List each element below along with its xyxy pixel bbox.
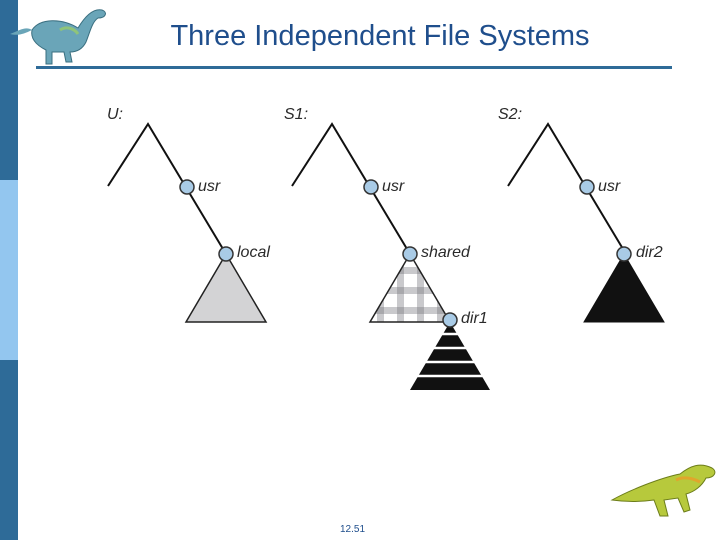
file-system-u: [107, 122, 268, 323]
usr-label: usr: [382, 178, 405, 195]
local-subtree: [184, 252, 268, 323]
shared-subtree: [368, 252, 452, 323]
usr-label: usr: [598, 178, 621, 195]
slide-title: Three Independent File Systems: [170, 20, 590, 52]
slide-number: 12.51: [340, 524, 366, 535]
root-label-s1: S1:: [284, 106, 309, 123]
left-accent-bar: [0, 0, 18, 540]
usr-node: [363, 179, 379, 195]
dir1-label: dir1: [461, 310, 488, 327]
dinosaur-logo-top-icon: [10, 9, 106, 65]
dir2-label: dir2: [636, 244, 663, 261]
local-node: [218, 246, 234, 262]
shared-node: [402, 246, 418, 262]
usr-node: [179, 179, 195, 195]
file-system-s1: [291, 122, 490, 390]
dir1-subtree: [410, 322, 490, 390]
usr-label: usr: [198, 178, 221, 195]
dir1-node: [442, 312, 458, 328]
dinosaur-logo-bottom-icon: [610, 464, 716, 517]
tree-branch: [291, 122, 411, 255]
file-system-s2: [507, 122, 665, 323]
tree-branch: [107, 122, 227, 255]
title-divider: [36, 66, 672, 69]
dir2-node: [616, 246, 632, 262]
local-label: local: [237, 244, 270, 261]
root-label-s2: S2:: [498, 106, 523, 123]
shared-label: shared: [421, 244, 470, 261]
root-label-u: U:: [107, 106, 123, 123]
tree-branch: [507, 122, 627, 255]
dir2-subtree: [583, 253, 665, 323]
usr-node: [579, 179, 595, 195]
